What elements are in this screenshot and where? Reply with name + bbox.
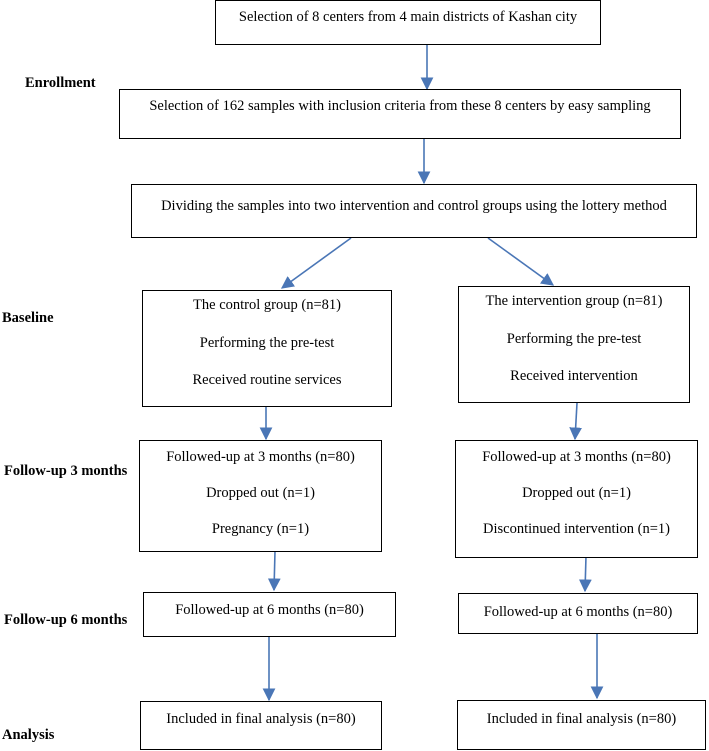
box-select-samples: Selection of 162 samples with inclusion … (119, 89, 681, 139)
stage-label-baseline: Baseline (2, 310, 54, 326)
arrow-control-3m-to-6m (267, 550, 281, 592)
box-control-analysis: Included in final analysis (n=80) (140, 701, 382, 750)
control-3m-dropped: Dropped out (n=1) (206, 485, 315, 501)
intervention-received: Received intervention (510, 368, 638, 384)
box-intervention-analysis: Included in final analysis (n=80) (457, 700, 706, 750)
box-select-centers-text: Selection of 8 centers from 4 main distr… (238, 9, 578, 25)
box-select-centers: Selection of 8 centers from 4 main distr… (215, 0, 601, 45)
control-6m-followed: Followed-up at 6 months (n=80) (175, 602, 364, 618)
box-intervention-followup-6m: Followed-up at 6 months (n=80) (458, 593, 698, 634)
intervention-pretest: Performing the pre-test (506, 331, 642, 347)
box-control-followup-6m: Followed-up at 6 months (n=80) (143, 592, 396, 637)
box-dividing-groups-text: Dividing the samples into two interventi… (161, 198, 667, 214)
intervention-3m-discontinued: Discontinued intervention (n=1) (483, 521, 670, 537)
stage-label-followup-6-months: Follow-up 6 months (4, 612, 128, 628)
stage-label-enrollment: Enrollment (25, 75, 96, 91)
arrow-intervention-baseline-to-3m (569, 402, 583, 441)
intervention-3m-followed: Followed-up at 3 months (n=80) (482, 449, 671, 465)
stage-label-followup-3-months: Follow-up 3 months (4, 463, 128, 479)
intervention-group-count: The intervention group (n=81) (485, 293, 663, 309)
arrow-intervention-3m-to-6m (578, 555, 592, 593)
intervention-final-analysis: Included in final analysis (n=80) (486, 711, 677, 727)
arrow-dividing-to-intervention (487, 237, 555, 286)
control-final-analysis: Included in final analysis (n=80) (166, 711, 356, 727)
intervention-6m-followed: Followed-up at 6 months (n=80) (483, 604, 673, 620)
stage-label-analysis: Analysis (2, 727, 55, 743)
box-intervention-followup-3m: Followed-up at 3 months (n=80) Dropped o… (455, 440, 698, 558)
intervention-3m-dropped: Dropped out (n=1) (522, 485, 631, 501)
box-control-followup-3m: Followed-up at 3 months (n=80) Dropped o… (139, 440, 382, 552)
control-3m-pregnancy: Pregnancy (n=1) (211, 521, 310, 537)
box-control-baseline: The control group (n=81) Performing the … (142, 290, 392, 407)
control-3m-followed: Followed-up at 3 months (n=80) (166, 449, 355, 465)
arrow-dividing-to-control (280, 237, 352, 289)
box-intervention-baseline: The intervention group (n=81) Performing… (458, 286, 690, 403)
control-group-count: The control group (n=81) (193, 297, 341, 313)
control-pretest: Performing the pre-test (199, 335, 335, 351)
control-routine-services: Received routine services (192, 372, 342, 388)
box-dividing-groups: Dividing the samples into two interventi… (131, 184, 697, 238)
box-select-samples-text: Selection of 162 samples with inclusion … (149, 98, 651, 114)
